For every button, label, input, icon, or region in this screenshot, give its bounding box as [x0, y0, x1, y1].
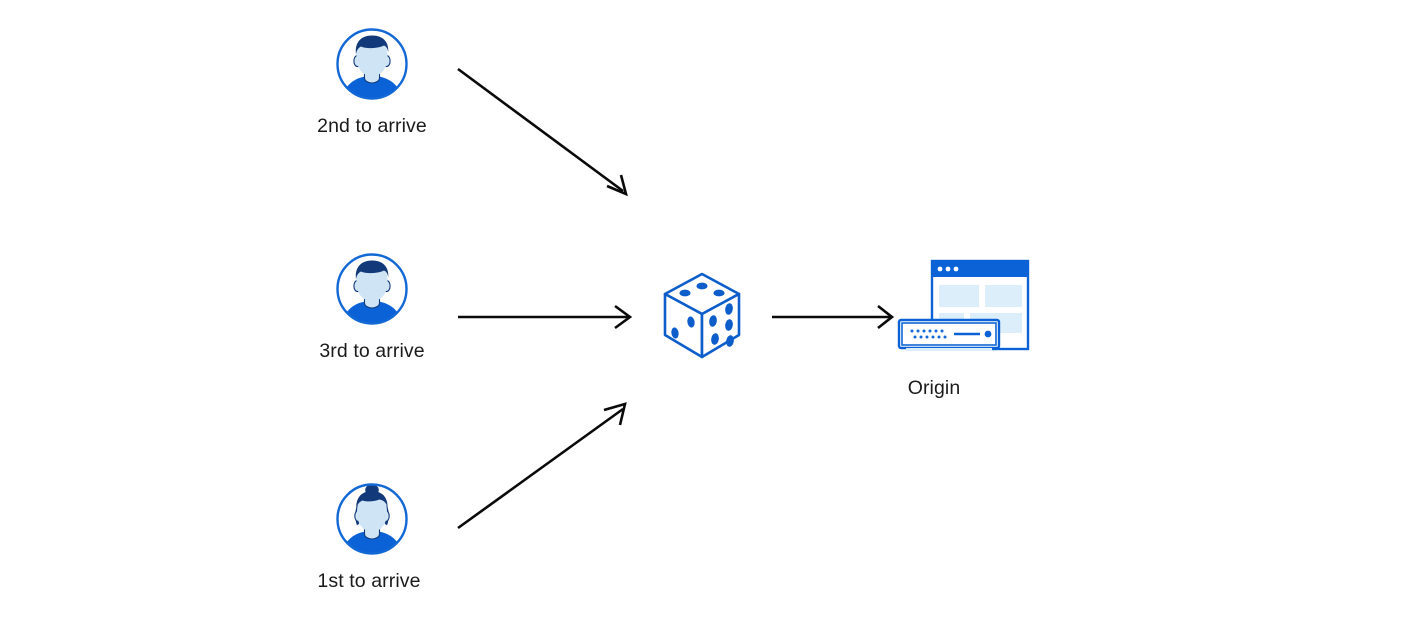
dice-cube-icon: [661, 271, 743, 361]
user-avatar-bun-hair-icon: [334, 481, 410, 557]
user-avatar-short-hair-icon: [334, 251, 410, 327]
edge-2nd-to-dice: [457, 67, 628, 197]
node-label-client-3rd: 3rd to arrive: [319, 340, 425, 362]
node-label-client-2nd: 2nd to arrive: [317, 115, 427, 137]
edge-1st-to-dice: [457, 402, 627, 530]
node-label-client-1st: 1st to arrive: [317, 570, 421, 592]
server-appliance-icon: [897, 318, 1001, 351]
edge-3rd-to-dice: [458, 304, 633, 330]
origin-server-browser-icon: [896, 258, 1036, 358]
edge-dice-to-origin: [772, 304, 895, 330]
node-label-origin: Origin: [907, 377, 961, 399]
user-avatar-short-hair-icon: [334, 26, 410, 102]
